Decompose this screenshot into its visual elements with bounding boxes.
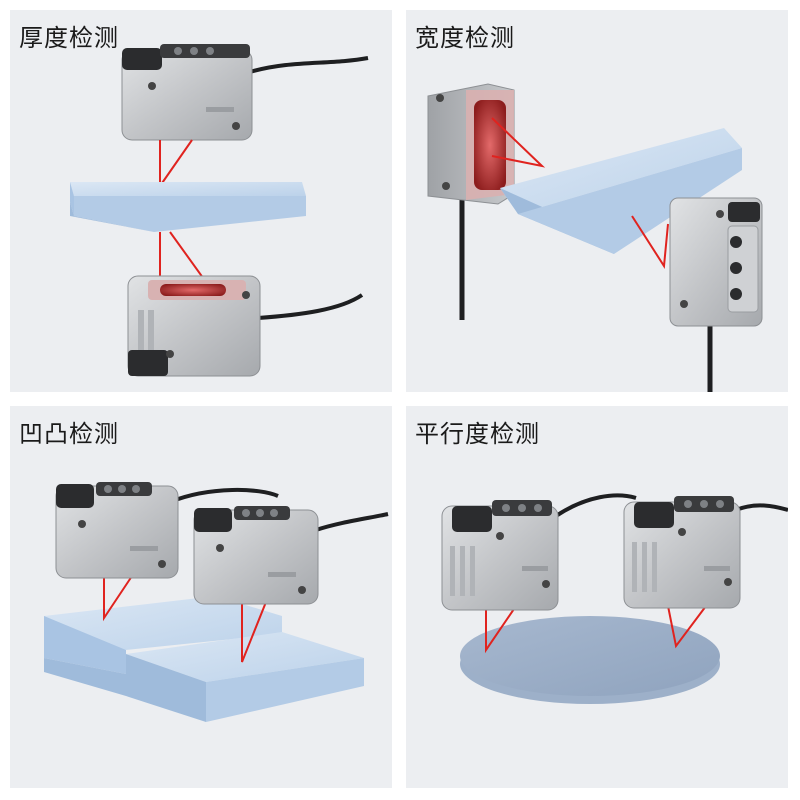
plate-stepped	[44, 596, 364, 722]
width-illustration	[427, 83, 763, 392]
panel-title-bump: 凹凸检测	[19, 420, 119, 448]
laser-beam	[667, 605, 707, 649]
panel-thickness: 厚度检测	[10, 10, 392, 392]
bump-illustration	[44, 482, 389, 722]
laser-beam	[485, 605, 517, 654]
laser-beam	[241, 601, 267, 663]
laser-beam	[491, 117, 546, 168]
sensor-cable	[315, 512, 389, 532]
panel-title-thickness: 厚度检测	[19, 24, 119, 52]
sensor-right	[193, 506, 319, 605]
sensor-cable	[257, 293, 364, 320]
laser-beam	[159, 231, 208, 283]
laser-beam	[103, 575, 133, 622]
parallelism-illustration	[441, 493, 788, 704]
panel-bump: 凹凸检测	[10, 406, 392, 788]
disk	[460, 616, 720, 704]
sensor-left	[427, 83, 515, 205]
panel-width: 宽度检测	[406, 10, 788, 392]
sensor-right	[669, 197, 763, 327]
thickness-illustration	[70, 44, 369, 377]
laser-beam	[159, 139, 193, 190]
sensor-cable	[554, 493, 637, 518]
sensor-left	[441, 500, 559, 611]
sensor-cable	[735, 503, 788, 512]
laser-beam	[631, 215, 669, 269]
panel-title-width: 宽度检测	[415, 24, 515, 52]
sensor-cable	[249, 56, 369, 74]
plate	[70, 182, 306, 232]
panel-title-parallelism: 平行度检测	[415, 420, 540, 448]
panel-parallelism: 平行度检测	[406, 406, 788, 788]
plate	[500, 128, 742, 254]
sensor-left	[55, 482, 179, 579]
sensor-top	[121, 44, 253, 141]
sensor-bottom	[127, 275, 261, 377]
sensor-cable	[169, 487, 279, 504]
sensor-right	[623, 496, 741, 609]
